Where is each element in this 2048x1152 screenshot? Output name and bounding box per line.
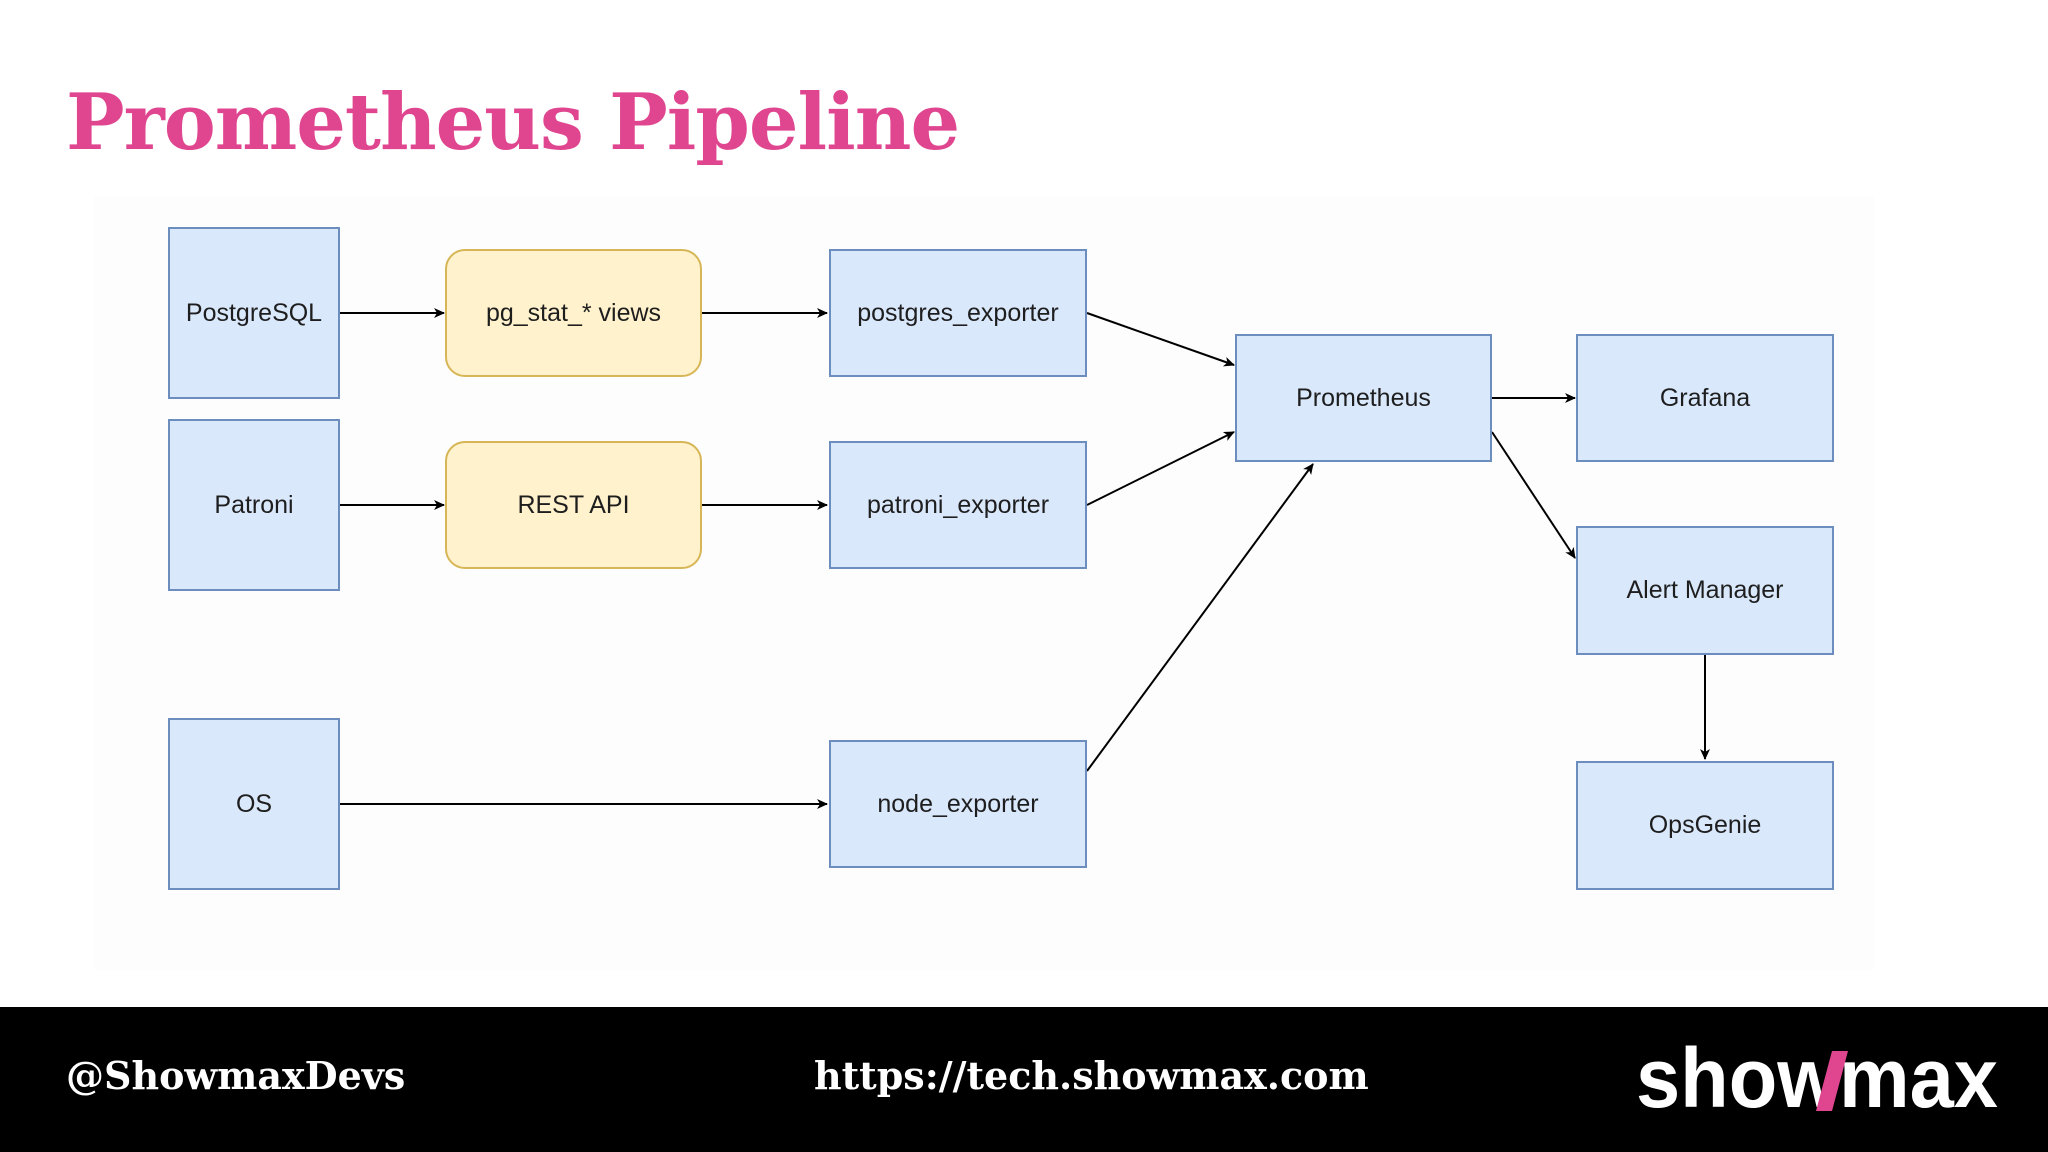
node-postgres-exporter: postgres_exporter [829, 249, 1087, 377]
node-node-exporter: node_exporter [829, 740, 1087, 868]
edge-node-exporter-to-prometheus [1086, 463, 1314, 772]
slide-title: Prometheus Pipeline [66, 77, 960, 168]
diagram-connectors [340, 308, 1710, 809]
edge-prometheus-to-alert-manager [1491, 431, 1576, 559]
node-grafana: Grafana [1576, 334, 1834, 462]
node-alert-manager: Alert Manager [1576, 526, 1834, 655]
node-postgresql: PostgreSQL [168, 227, 340, 399]
node-rest-api: REST API [445, 441, 702, 569]
node-patroni-exporter: patroni_exporter [829, 441, 1087, 569]
node-os: OS [168, 718, 340, 890]
node-prometheus: Prometheus [1235, 334, 1492, 462]
twitter-handle: @ShowmaxDevs [66, 1053, 406, 1098]
showmax-logo: showmax [1636, 1035, 1998, 1125]
node-patroni: Patroni [168, 419, 340, 591]
website-url: https://tech.showmax.com [814, 1053, 1369, 1098]
logo-accent [1816, 1051, 1848, 1111]
node-opsgenie: OpsGenie [1576, 761, 1834, 890]
edge-postgres-exporter-to-prometheus [1086, 312, 1235, 367]
node-pg-stat-views: pg_stat_* views [445, 249, 702, 377]
edge-patroni-exporter-to-prometheus [1086, 431, 1235, 506]
pipeline-diagram: PostgreSQL pg_stat_* views postgres_expo… [94, 196, 1874, 970]
logo-wordmark: showmax [1636, 1035, 1998, 1125]
footer-bar: @ShowmaxDevs https://tech.showmax.com sh… [0, 1007, 2048, 1152]
